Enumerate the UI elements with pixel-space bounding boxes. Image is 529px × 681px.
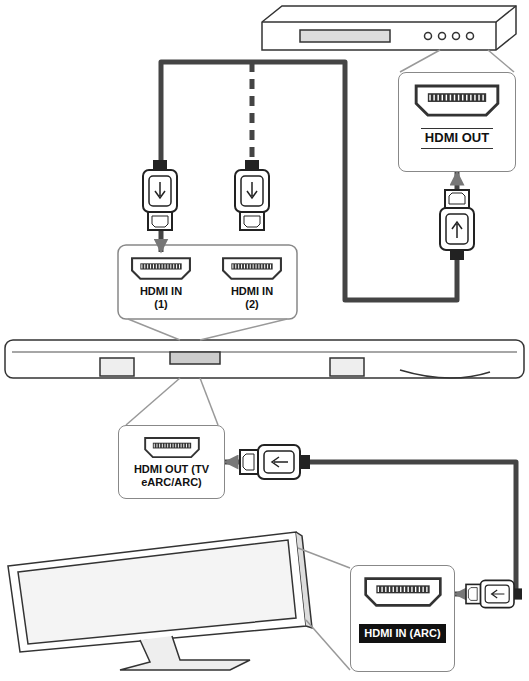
- hdmi-plug: [466, 580, 522, 607]
- hdmi-plug: [143, 160, 177, 230]
- leader-line: [298, 548, 350, 670]
- tv: [8, 532, 312, 670]
- hdmi-plug: [240, 445, 310, 479]
- hdmi-plug: [440, 190, 474, 260]
- port-callout: HDMI IN (2): [214, 252, 290, 314]
- port-label: HDMI IN (ARC): [359, 624, 445, 643]
- leader-line: [126, 319, 287, 425]
- port-callout: HDMI IN (1): [125, 252, 197, 314]
- port-label: HDMI OUT: [421, 128, 493, 149]
- port-callout: HDMI OUT (TV eARC/ARC): [118, 425, 225, 499]
- soundbar: [5, 340, 524, 378]
- hdmi-port-icon: [363, 576, 443, 608]
- port-callout: HDMI OUT: [398, 72, 516, 172]
- port-callout: HDMI IN (ARC): [350, 565, 455, 672]
- hdmi-plug: [235, 160, 269, 230]
- player-device: [262, 6, 516, 50]
- optional-cable: [250, 62, 255, 162]
- hdmi-port-icon: [143, 436, 201, 459]
- callout-outline: [118, 245, 297, 319]
- port-label: HDMI IN (2): [225, 285, 279, 310]
- hdmi-port-icon: [413, 83, 501, 118]
- hdmi-port-icon: [221, 256, 283, 281]
- hdmi-port-icon: [130, 256, 192, 281]
- port-label: HDMI IN (1): [134, 285, 188, 310]
- leader-line: [400, 50, 514, 72]
- port-label: HDMI OUT (TV eARC/ARC): [125, 463, 218, 488]
